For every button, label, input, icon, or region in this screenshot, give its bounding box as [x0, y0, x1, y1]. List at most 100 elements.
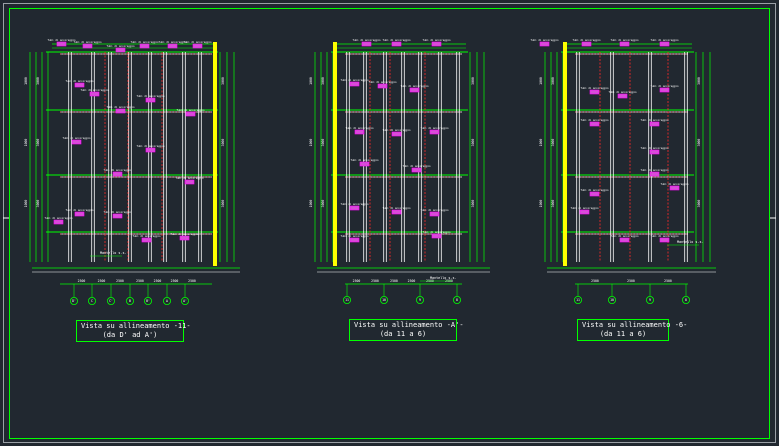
anchor-tag-box — [115, 108, 126, 114]
dimension-text: 3000 — [36, 139, 40, 147]
anchor-tag-label: Tubi di ancoraggio — [650, 38, 679, 42]
anchor-tag: Tubi di ancoraggio — [608, 90, 637, 99]
grid-bubble: B — [126, 296, 135, 305]
dimension-text: 3000 — [551, 139, 555, 147]
anchor-tag-label: Tubi di ancoraggio — [132, 234, 161, 238]
anchor-tag: Tubi di ancoraggio — [175, 176, 204, 185]
anchor-tag-label: Tubi di ancoraggio — [660, 182, 689, 186]
grid-bubble: 10 — [608, 295, 617, 304]
anchor-tag-label: Tubi di ancoraggio — [80, 88, 109, 92]
anchor-tag: Tubi di ancoraggio — [580, 118, 609, 127]
anchor-tag-label: Tubi di ancoraggio — [106, 44, 135, 48]
anchor-tag-box — [139, 43, 150, 49]
anchor-tag: Tubi di ancoraggio — [170, 232, 199, 241]
anchor-tag-box — [141, 237, 152, 243]
anchor-tag: Tubi di ancoraggio — [132, 234, 161, 243]
anchor-tag-box — [391, 41, 402, 47]
grid-bubble: 9 — [415, 295, 424, 304]
anchor-tag-box — [89, 91, 100, 97]
anchor-tag-label: Tubi di ancoraggio — [650, 84, 679, 88]
anchor-tag-label: Tubi di ancoraggio — [420, 208, 449, 212]
grid-bubble-label: 10 — [382, 298, 386, 302]
anchor-tag-label: Tubi di ancoraggio — [65, 79, 94, 83]
anchor-tag: Tubi di ancoraggio — [650, 38, 679, 47]
grid-bubble-circle — [608, 295, 617, 304]
anchor-tag: Tubi di ancoraggio — [610, 38, 639, 47]
anchor-tag-box — [359, 161, 370, 167]
anchor-tag-label: Tubi di ancoraggio — [368, 80, 397, 84]
anchor-tag-label: Tubi di ancoraggio — [640, 118, 669, 122]
anchor-tag: Tubi di ancoraggio — [340, 202, 369, 211]
anchor-tag: Tubi di ancoraggio — [350, 158, 379, 167]
dimension-text: 1000 — [539, 200, 543, 208]
anchor-tag-box — [429, 129, 440, 135]
dimension-text: 2500 — [154, 279, 162, 283]
anchor-tag: Tubi di ancoraggio — [382, 38, 411, 47]
grid-bubble: 10 — [379, 295, 388, 304]
grid-bubble-circle — [107, 296, 116, 305]
anchor-tag-box — [579, 209, 590, 215]
anchor-tag-label: Tubi di ancoraggio — [340, 78, 369, 82]
dimension-text: 3000 — [321, 139, 325, 147]
anchor-tag-box — [145, 97, 156, 103]
anchor-tag-box — [185, 111, 196, 117]
inner-frame — [9, 8, 770, 439]
anchor-tag-box — [82, 43, 93, 49]
anchor-tag-label: Tubi di ancoraggio — [183, 40, 212, 44]
dimension-text: 3000 — [36, 200, 40, 208]
anchor-tag-box — [377, 83, 388, 89]
anchor-tag-label: Tubi di ancoraggio — [402, 164, 431, 168]
anchor-tag: Tubi di ancoraggio — [106, 105, 135, 114]
anchor-tag: Tubi di ancoraggio — [420, 126, 449, 135]
grid-bubble: A' — [180, 296, 189, 305]
anchor-tag-label: Tubi di ancoraggio — [130, 40, 159, 44]
anchor-tag-box — [354, 129, 365, 135]
anchor-tag-label: Tubi di ancoraggio — [340, 202, 369, 206]
grid-bubble: 11 — [342, 295, 351, 304]
anchor-tag-label: Tubi di ancoraggio — [340, 234, 369, 238]
anchor-tag-box — [112, 171, 123, 177]
grid-bubble: A — [162, 296, 171, 305]
grid-bubble-label: B' — [146, 299, 150, 303]
anchor-tag-box — [71, 139, 82, 145]
anchor-tag: Tubi di ancoraggio — [640, 168, 669, 177]
anchor-tag-label: Tubi di ancoraggio — [47, 38, 76, 42]
dimension-text: 2500 — [98, 279, 106, 283]
anchor-tag-label: Tubi di ancoraggio — [580, 188, 609, 192]
dimension-text: 3000 — [471, 139, 475, 147]
anchor-tag: Tubi di ancoraggio — [660, 182, 689, 191]
anchor-tag-box — [649, 149, 660, 155]
anchor-tag-box — [431, 41, 442, 47]
anchor-tag-label: Tubi di ancoraggio — [345, 126, 374, 130]
anchor-tag-label: Tubi di ancoraggio — [422, 230, 451, 234]
view-title-6: Vista su allineamento -6- — [582, 321, 688, 329]
anchor-tag: Tubi di ancoraggio — [47, 38, 76, 47]
anchor-tag-label: Tubi di ancoraggio — [175, 176, 204, 180]
anchor-tag-label: Tubi di ancoraggio — [570, 206, 599, 210]
grid-bubble-circle — [126, 296, 135, 305]
anchor-tag-box — [167, 43, 178, 49]
anchor-tag-box — [619, 237, 630, 243]
anchor-tag-label: Tubi di ancoraggio — [73, 40, 102, 44]
anchor-tag: Tubi di ancoraggio — [382, 128, 411, 137]
anchor-tag-label: Tubi di ancoraggio — [608, 90, 637, 94]
anchor-tag: Tubi di ancoraggio — [136, 94, 165, 103]
dimension-text: 3000 — [697, 139, 701, 147]
anchor-tag-label: Tubi di ancoraggio — [65, 208, 94, 212]
anchor-tag-label: Tubi di ancoraggio — [382, 128, 411, 132]
anchor-tag-box — [617, 93, 628, 99]
grid-bubble: 9 — [646, 295, 655, 304]
grid-bubble-label: 10 — [610, 298, 614, 302]
view-subtitle-a: (da 11 a 6) — [379, 330, 427, 338]
anchor-tag: Tubi di ancoraggio — [530, 38, 559, 47]
grid-bubble-circle — [180, 296, 189, 305]
dimension-text: 1000 — [309, 200, 313, 208]
grid-bubble-label: A' — [183, 299, 187, 303]
anchor-tag-label: Tubi di ancoraggio — [158, 40, 187, 44]
anchor-tag: Tubi di ancoraggio — [650, 234, 679, 243]
dimension-text: 2500 — [591, 279, 599, 283]
anchor-tag-label: Tubi di ancoraggio — [352, 38, 381, 42]
